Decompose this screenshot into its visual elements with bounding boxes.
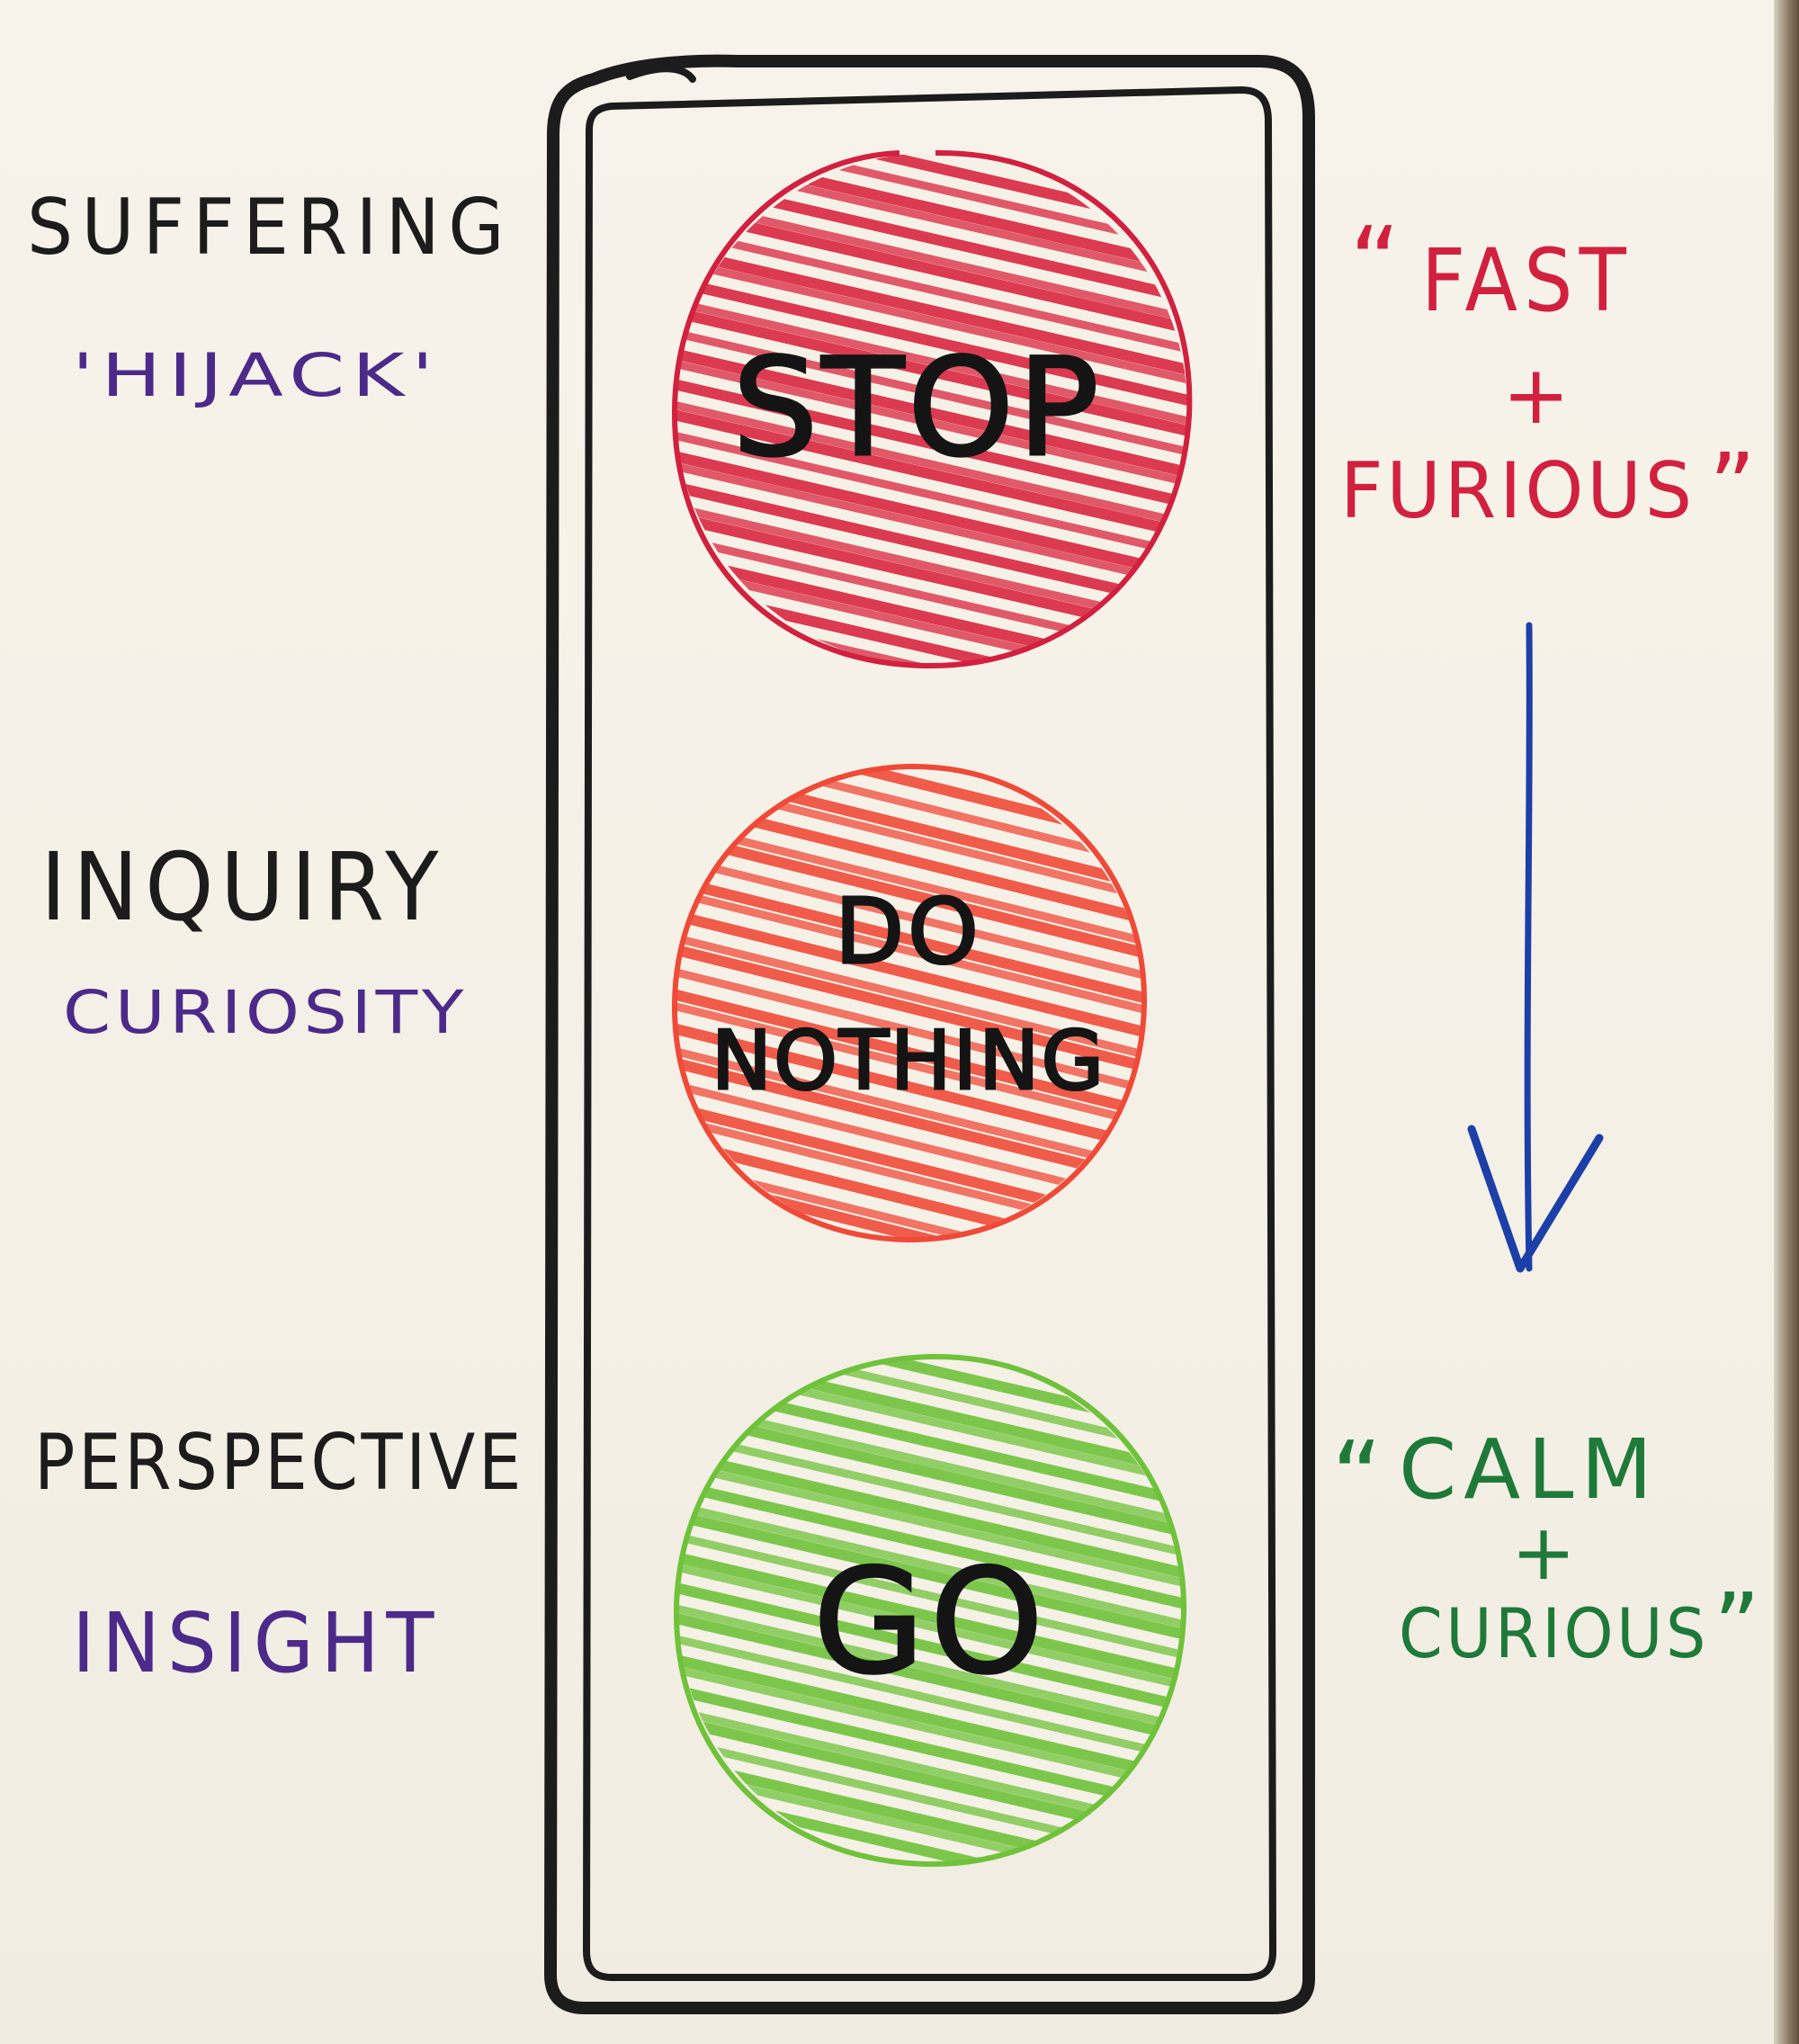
hatch-stroke	[677, 1646, 1185, 1792]
hatch-stroke	[675, 320, 1187, 464]
hatch-stroke	[675, 392, 1187, 536]
hatch-stroke	[677, 1524, 1185, 1668]
perspective-label: PERSPECTIVE	[34, 1418, 524, 1508]
hatch-stroke	[673, 901, 1144, 1046]
curiosity-label: CURIOSITY	[63, 978, 468, 1047]
furious-label: FURIOUS	[1340, 446, 1696, 536]
fast-label: FAST	[1421, 230, 1633, 331]
hatch-stroke	[675, 268, 1187, 414]
hatch-stroke	[677, 1544, 1185, 1690]
hatch-stroke	[677, 1627, 1185, 1771]
hatch-stroke	[677, 1574, 1185, 1720]
hatch-stroke	[677, 1851, 1185, 1864]
inquiry-label: INQUIRY	[40, 832, 445, 942]
hatch-stroke	[675, 443, 1187, 588]
fast-quote-open: “	[1349, 205, 1401, 320]
hatch-stroke	[673, 1014, 1144, 1160]
do-label: DO	[835, 879, 982, 984]
hatch-stroke	[675, 351, 1187, 495]
hatch-stroke	[675, 238, 1187, 383]
hatch-stroke	[677, 1472, 1185, 1618]
stop-label: STOP	[732, 330, 1102, 487]
hatch-stroke	[675, 401, 1187, 547]
go-label: GO	[813, 1537, 1049, 1706]
hatch-stroke	[675, 218, 1187, 362]
hatch-stroke	[677, 1502, 1185, 1648]
hatch-stroke	[673, 992, 1144, 1136]
curious-label: CURIOUS	[1399, 1593, 1709, 1673]
fast-plus: +	[1502, 348, 1570, 443]
calm-label: CALM	[1399, 1421, 1660, 1518]
hatch-stroke	[675, 248, 1187, 392]
arrow-down-icon	[1467, 622, 1604, 1273]
suffering-label: SUFFERING	[27, 183, 513, 273]
nothing-label: NOTHING	[712, 1014, 1105, 1108]
paper-edge	[1774, 0, 1799, 2044]
hatch-stroke	[673, 924, 1144, 1068]
fast-quote-close: ”	[1709, 434, 1756, 539]
hatch-stroke	[675, 299, 1187, 444]
calm-quote-close: ”	[1714, 1573, 1760, 1679]
hatch-stroke	[677, 1452, 1185, 1596]
hatch-stroke	[677, 1441, 1185, 1587]
hatch-stroke	[673, 866, 1144, 1012]
hatch-stroke	[677, 1555, 1185, 1699]
insight-label: INSIGHT	[72, 1595, 441, 1691]
hijack-label: 'HIJACK'	[72, 341, 441, 410]
hatch-stroke	[675, 371, 1187, 516]
hatch-stroke	[677, 1862, 1185, 1864]
hatch-stroke	[673, 935, 1144, 1080]
hatch-stroke	[673, 845, 1144, 989]
hatch-stroke	[675, 453, 1187, 597]
hatch-stroke	[673, 879, 1144, 1023]
calm-plus: +	[1511, 1508, 1576, 1598]
hatch-stroke	[675, 340, 1187, 486]
hatch-stroke	[677, 1421, 1185, 1565]
calm-quote-open: “	[1331, 1420, 1383, 1535]
hatch-stroke	[675, 423, 1187, 567]
hatch-stroke	[673, 1219, 1144, 1239]
traffic-light-housing	[544, 54, 1315, 2014]
hatch-stroke	[677, 1605, 1185, 1751]
hatch-stroke	[677, 1493, 1185, 1637]
hatch-stroke	[677, 1596, 1185, 1740]
hatch-stroke	[673, 958, 1144, 1102]
hatch-stroke	[675, 290, 1187, 434]
hatch-stroke	[673, 980, 1144, 1125]
